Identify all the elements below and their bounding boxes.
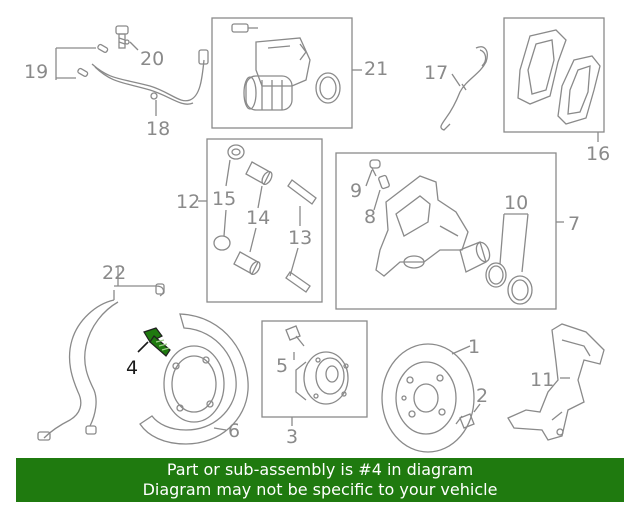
caliper-motor-group — [211, 17, 362, 129]
callout-5: 5 — [276, 355, 288, 377]
callout-11: 11 — [530, 369, 554, 391]
brake-disc-group — [381, 343, 481, 453]
callout-16: 16 — [586, 143, 610, 165]
callout-12: 12 — [176, 191, 200, 213]
callout-14: 14 — [246, 207, 270, 229]
caliper-group — [335, 152, 564, 310]
callout-1: 1 — [468, 336, 480, 358]
caliper-bracket-group — [507, 323, 605, 441]
diagram-svg: 1 2 3 4 5 6 7 8 9 10 11 12 13 14 15 16 1… — [24, 17, 610, 453]
info-banner: Part or sub-assembly is #4 in diagram Di… — [16, 458, 624, 502]
callout-13: 13 — [288, 227, 312, 249]
brake-pads-group — [503, 17, 605, 142]
callout-21: 21 — [364, 58, 388, 80]
callout-19: 19 — [24, 61, 48, 83]
hub-bearing-group — [261, 320, 368, 426]
callout-20: 20 — [140, 48, 164, 70]
dust-shield-group — [139, 313, 249, 445]
callout-17: 17 — [424, 62, 448, 84]
brake-hose-group — [55, 25, 209, 116]
callout-labels: 1 2 3 4 5 6 7 8 9 10 11 12 13 14 15 16 1… — [24, 48, 610, 448]
wear-sensor-group — [440, 46, 488, 131]
callout-15: 15 — [212, 188, 236, 210]
callout-18: 18 — [146, 118, 170, 140]
guide-pins-group — [198, 138, 323, 303]
callout-2: 2 — [476, 385, 488, 407]
callout-9: 9 — [350, 180, 362, 202]
callout-10: 10 — [504, 192, 528, 214]
callout-7: 7 — [568, 213, 580, 235]
banner-line-2: Diagram may not be specific to your vehi… — [142, 480, 498, 499]
callout-3: 3 — [286, 426, 298, 448]
callout-22: 22 — [102, 262, 126, 284]
abs-sensor-group — [37, 266, 165, 441]
banner-line-1: Part or sub-assembly is #4 in diagram — [166, 460, 474, 479]
callout-6: 6 — [228, 420, 240, 442]
highlighted-bolt — [137, 327, 171, 357]
callout-4: 4 — [126, 357, 138, 379]
callout-8: 8 — [364, 206, 376, 228]
